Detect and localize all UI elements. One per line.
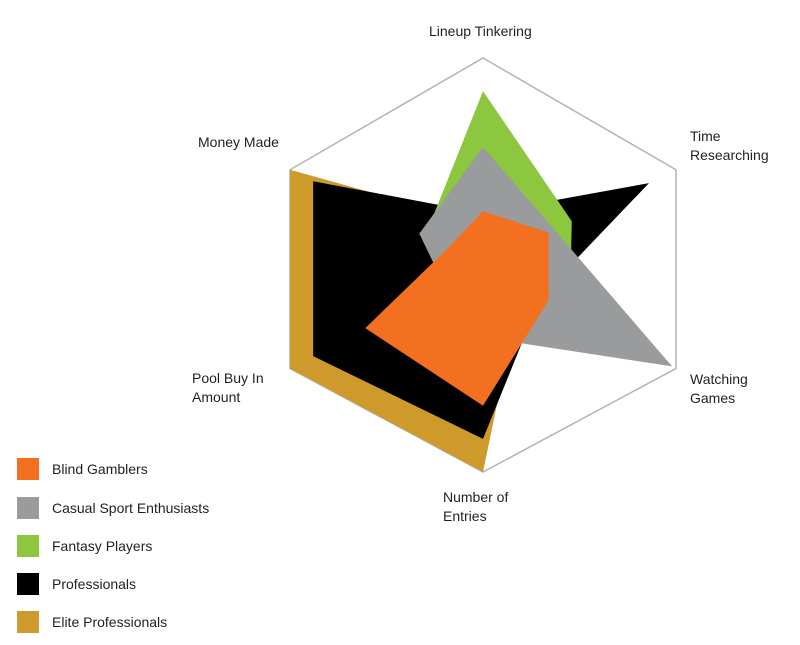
legend-swatch: [17, 497, 39, 519]
legend-label: Professionals: [52, 576, 137, 592]
legend-label: Blind Gamblers: [52, 461, 148, 477]
series-blind-gamblers: [365, 211, 549, 406]
legend-item-professionals: Professionals: [17, 573, 136, 595]
legend-label: Elite Professionals: [52, 614, 168, 630]
axis-label-money-made: Money Made: [198, 134, 279, 150]
legend-item-elite: Elite Professionals: [17, 611, 167, 633]
legend-swatch: [17, 535, 39, 557]
axis-label-lineup-tinkering: Lineup Tinkering: [429, 23, 532, 39]
legend-swatch: [17, 573, 39, 595]
legend-item-blind-gamblers: Blind Gamblers: [17, 458, 148, 480]
legend-swatch: [17, 458, 39, 480]
legend-item-fantasy: Fantasy Players: [17, 535, 152, 557]
legend-label: Fantasy Players: [52, 538, 153, 554]
legend-item-casual: Casual Sport Enthusiasts: [17, 497, 209, 519]
legend-label: Casual Sport Enthusiasts: [52, 500, 210, 516]
legend-swatch: [17, 611, 39, 633]
